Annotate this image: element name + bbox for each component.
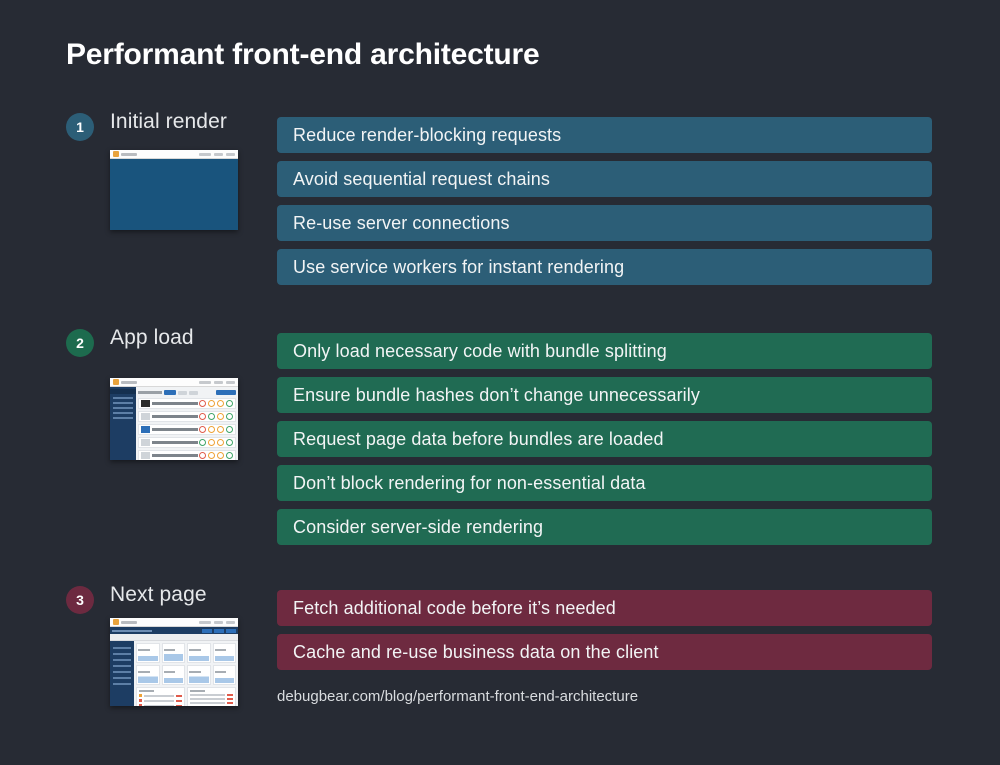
- sidebar-nav: [110, 641, 134, 706]
- sidebar-item: [113, 683, 131, 685]
- recommendation-item[interactable]: Consider server-side rendering: [277, 509, 932, 545]
- sidebar-nav: [110, 387, 136, 460]
- list-item: [138, 450, 236, 460]
- dashboard-body: [110, 387, 238, 460]
- brand-name-placeholder: [121, 152, 137, 156]
- metric-card: [161, 643, 185, 663]
- sub-toolbar: [110, 634, 238, 641]
- breadcrumb-bar: [110, 627, 238, 634]
- sidebar-item: [113, 659, 131, 661]
- recommendation-item[interactable]: Don’t block rendering for non-essential …: [277, 465, 932, 501]
- page-title: Performant front-end architecture: [66, 38, 540, 71]
- recommendation-list-3: Fetch additional code before it’s needed…: [277, 590, 932, 678]
- recommendation-item[interactable]: Fetch additional code before it’s needed: [277, 590, 932, 626]
- sidebar-header: [110, 389, 136, 394]
- logo-icon: [113, 379, 119, 385]
- sidebar-item: [113, 417, 133, 419]
- metric-card: [187, 643, 211, 663]
- sidebar-item: [113, 653, 131, 655]
- nav-links: [199, 380, 235, 384]
- recommendation-item[interactable]: Avoid sequential request chains: [277, 161, 932, 197]
- brand-name-placeholder: [121, 380, 137, 384]
- browser-header: [110, 618, 238, 627]
- metric-card: [187, 665, 211, 685]
- next-page-screenshot: [110, 618, 238, 706]
- logo-icon: [113, 151, 119, 157]
- dashboard-main: [134, 641, 238, 706]
- nav-links: [199, 620, 235, 624]
- detail-panels: [136, 687, 236, 706]
- source-url[interactable]: debugbear.com/blog/performant-front-end-…: [277, 688, 639, 705]
- sidebar-item: [113, 671, 131, 673]
- recommendation-item[interactable]: Re-use server connections: [277, 205, 932, 241]
- sidebar-item: [113, 407, 133, 409]
- sidebar-item: [113, 665, 131, 667]
- app-load-screenshot: [110, 378, 238, 460]
- list-toolbar: [138, 389, 236, 396]
- metric-card: [136, 643, 160, 663]
- metric-card: [212, 643, 236, 663]
- dashboard-main: [136, 387, 238, 460]
- step-badge-3: 3: [66, 586, 94, 614]
- step-badge-1: 1: [66, 113, 94, 141]
- sidebar-item: [113, 397, 133, 399]
- metric-card: [161, 665, 185, 685]
- section-label-next-page: Next page: [110, 583, 207, 606]
- recommendation-item[interactable]: Ensure bundle hashes don’t change unnece…: [277, 377, 932, 413]
- recommendation-list-1: Reduce render-blocking requests Avoid se…: [277, 117, 932, 293]
- recommendation-item[interactable]: Use service workers for instant renderin…: [277, 249, 932, 285]
- sidebar-item: [113, 647, 131, 649]
- metric-card: [212, 665, 236, 685]
- metric-card-grid: [136, 643, 236, 685]
- initial-render-screenshot: [110, 150, 238, 230]
- issues-panel: [136, 687, 185, 706]
- brand-name-placeholder: [121, 620, 137, 624]
- list-item: [138, 424, 236, 435]
- metric-card: [136, 665, 160, 685]
- section-label-initial-render: Initial render: [110, 110, 227, 133]
- list-item: [138, 411, 236, 422]
- recommendation-item[interactable]: Reduce render-blocking requests: [277, 117, 932, 153]
- sidebar-item: [113, 677, 131, 679]
- requests-panel: [187, 687, 236, 706]
- recommendation-item[interactable]: Only load necessary code with bundle spl…: [277, 333, 932, 369]
- browser-header: [110, 150, 238, 159]
- section-label-app-load: App load: [110, 326, 194, 349]
- browser-header: [110, 378, 238, 387]
- list-item: [138, 398, 236, 409]
- logo-icon: [113, 619, 119, 625]
- recommendation-item[interactable]: Request page data before bundles are loa…: [277, 421, 932, 457]
- list-item: [138, 437, 236, 448]
- sidebar-item: [113, 402, 133, 404]
- page-body-blank: [110, 159, 238, 230]
- step-badge-2: 2: [66, 329, 94, 357]
- sidebar-item: [113, 412, 133, 414]
- recommendation-list-2: Only load necessary code with bundle spl…: [277, 333, 932, 553]
- recommendation-item[interactable]: Cache and re-use business data on the cl…: [277, 634, 932, 670]
- dashboard-body: [110, 641, 238, 706]
- nav-links: [199, 152, 235, 156]
